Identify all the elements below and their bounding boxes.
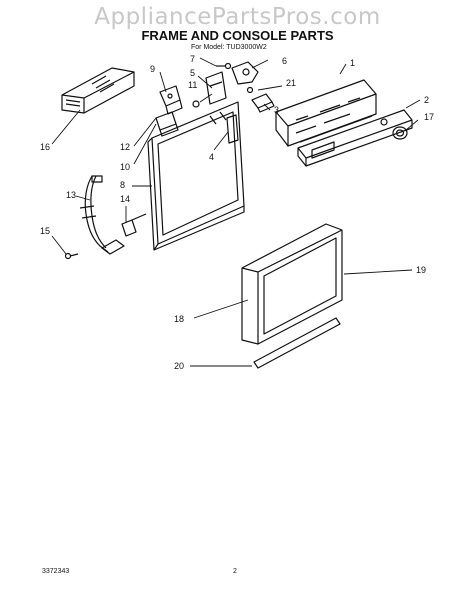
callout-20: 20 — [174, 361, 184, 371]
callout-18: 18 — [174, 314, 184, 324]
callout-3: 3 — [274, 105, 279, 115]
part-17-knob — [392, 126, 408, 140]
model-subtitle: For Model: TUD3000W2 — [191, 44, 267, 51]
callout-6: 6 — [282, 56, 287, 66]
part-2-control-face — [297, 109, 413, 167]
callout-17: 17 — [424, 112, 434, 122]
part-5-bracket — [205, 71, 227, 105]
callout-9: 9 — [150, 64, 155, 74]
part-6-hinge — [231, 61, 259, 85]
page-number: 2 — [233, 568, 237, 575]
part-16-vent-assembly — [61, 67, 135, 114]
callout-12: 12 — [120, 142, 130, 152]
callout-7: 7 — [190, 54, 195, 64]
watermark: AppliancePartsPros.com — [94, 4, 381, 30]
part-11-screw — [192, 100, 200, 108]
part-7-screw — [216, 62, 232, 70]
leader-lines — [51, 57, 421, 367]
callout-19: 19 — [416, 265, 426, 275]
callout-15: 15 — [40, 226, 50, 236]
part-15-screw — [64, 252, 79, 260]
callout-13: 13 — [66, 190, 76, 200]
callout-14: 14 — [120, 194, 130, 204]
callout-16: 16 — [40, 142, 50, 152]
callout-4: 4 — [209, 152, 214, 162]
callout-8: 8 — [120, 180, 125, 190]
part-19-door-panel — [241, 223, 343, 345]
callout-10: 10 — [120, 162, 130, 172]
part-13-wire-harness — [79, 175, 125, 255]
callout-21: 21 — [286, 78, 296, 88]
part-14-switch — [121, 213, 147, 237]
callout-1: 1 — [350, 58, 355, 68]
page-title: FRAME AND CONSOLE PARTS — [141, 28, 334, 43]
callout-2: 2 — [424, 95, 429, 105]
part-9-latch — [159, 85, 183, 115]
part-1-console-panel — [275, 79, 377, 147]
callout-5: 5 — [190, 68, 195, 78]
document-number: 3372343 — [42, 568, 70, 575]
part-20-trim-strip — [253, 317, 341, 369]
part-8-door-frame — [147, 101, 245, 251]
part-21-screw — [246, 86, 254, 94]
part-3-bracket — [251, 93, 275, 113]
callout-11: 11 — [188, 80, 197, 90]
part-4-bracket — [226, 114, 239, 144]
part-10-latch-base — [155, 111, 179, 137]
